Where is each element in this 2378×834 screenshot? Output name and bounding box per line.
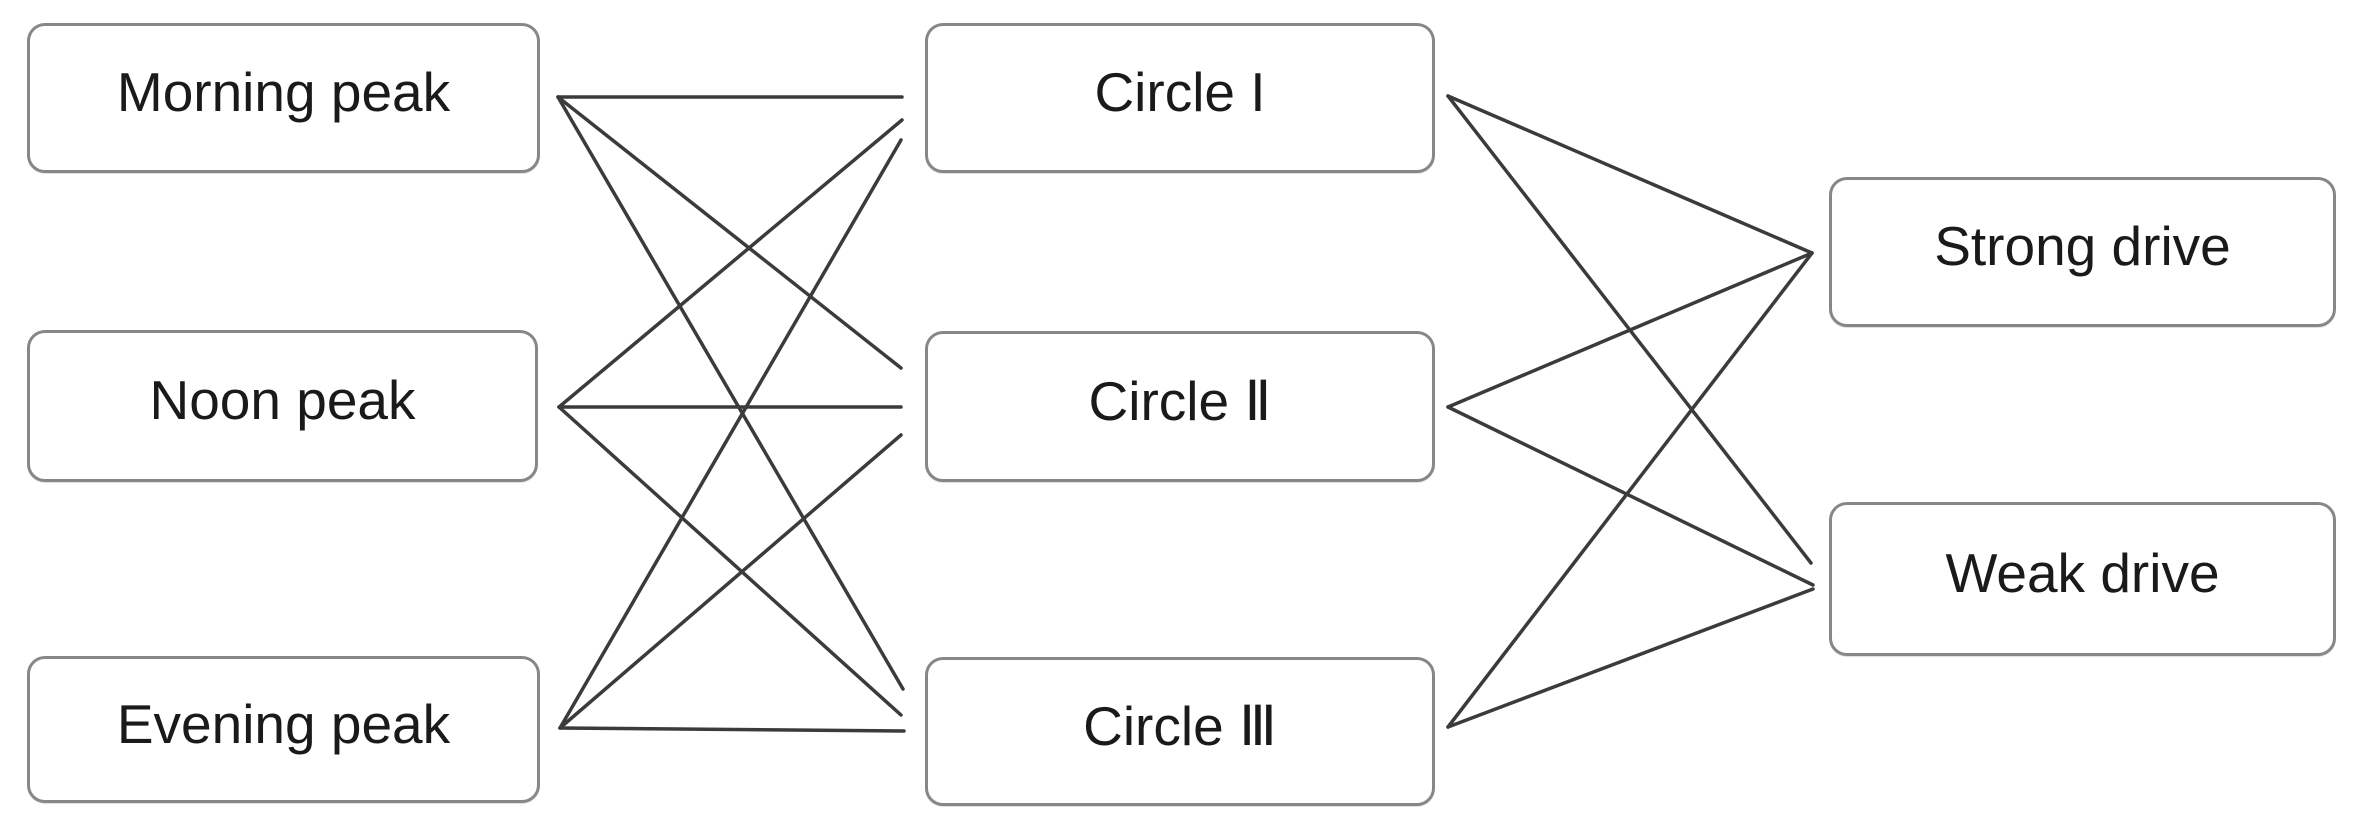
node-weak-drive-label: Weak drive [1945, 542, 2220, 604]
edge-evening_peak-circle_2 [558, 433, 903, 730]
edge-morning_peak-circle_2 [556, 95, 903, 370]
edge-circle_2-strong_drive [1446, 251, 1814, 409]
edge-circle_2-weak_drive [1446, 405, 1815, 587]
node-weak-drive: Weak drive [1829, 502, 2336, 656]
node-circle-3: Circle Ⅲ [925, 657, 1435, 806]
edge-morning_peak-circle_3 [556, 95, 905, 691]
node-noon-peak: Noon peak [27, 330, 538, 482]
node-strong-drive: Strong drive [1829, 177, 2336, 327]
node-morning-peak: Morning peak [27, 23, 540, 173]
edge-evening_peak-circle_1 [558, 138, 903, 730]
edge-circle_1-strong_drive [1446, 94, 1814, 255]
node-noon-peak-label: Noon peak [149, 369, 416, 431]
node-circle-2-label: Circle Ⅱ [1088, 369, 1272, 432]
node-evening-peak: Evening peak [27, 656, 540, 803]
edge-circle_3-weak_drive [1446, 587, 1815, 729]
edge-circle_3-strong_drive [1446, 251, 1814, 729]
edge-noon_peak-circle_1 [557, 118, 904, 409]
node-circle-1-label: Circle I [1094, 61, 1266, 123]
node-circle-2: Circle Ⅱ [925, 331, 1435, 482]
node-circle-3-label: Circle Ⅲ [1083, 694, 1277, 757]
edge-noon_peak-circle_3 [557, 405, 903, 717]
edge-evening_peak-circle_3 [558, 726, 906, 733]
node-strong-drive-label: Strong drive [1934, 215, 2231, 277]
node-morning-peak-label: Morning peak [116, 61, 451, 123]
node-circle-1: Circle I [925, 23, 1435, 173]
node-evening-peak-label: Evening peak [116, 692, 451, 755]
